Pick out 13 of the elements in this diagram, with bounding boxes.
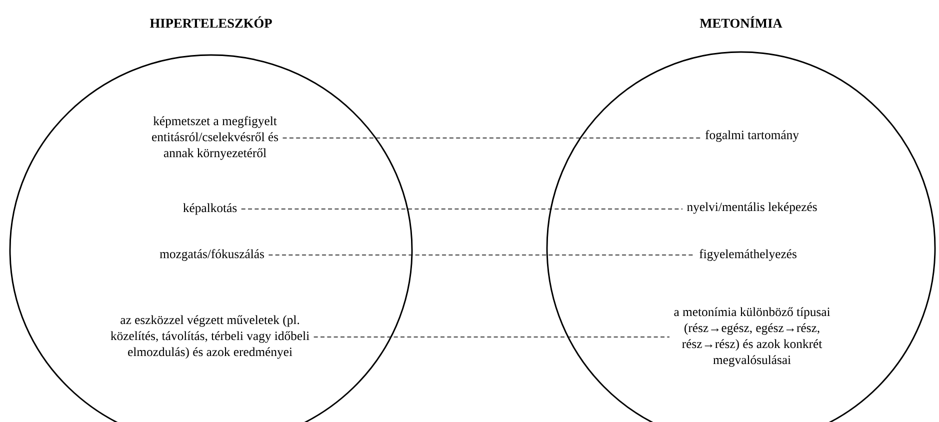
text-label: fogalmi tartomány (705, 130, 799, 142)
text-label: nyelvi/mentális leképezés (687, 202, 817, 214)
text-label: mozgatás/fókuszálás (160, 249, 264, 261)
text-label: figyelemáthelyezés (700, 249, 796, 261)
node-label: METONÍMIA (700, 16, 782, 28)
connector-line (313, 336, 670, 338)
connector-line (268, 254, 696, 256)
node-label: HIPERTELESZKÓP (150, 16, 272, 28)
text-label: az eszközzel végzett műveletek (pl. közelítés, távolítás, térbeli vagy időbeli elmozdulás) és azok eredményei (110, 315, 310, 359)
text-label: a metonímia különböző típusai (rész→egész, egész→rész, rész→rész) és azok konkrét megvalósulásai (674, 307, 830, 367)
text-label: képalkotás (183, 203, 237, 215)
text-label: képmetszet a megfigyelt entitásról/cselekvésről és annak környezetéről (152, 116, 278, 160)
connector-line (241, 208, 683, 210)
